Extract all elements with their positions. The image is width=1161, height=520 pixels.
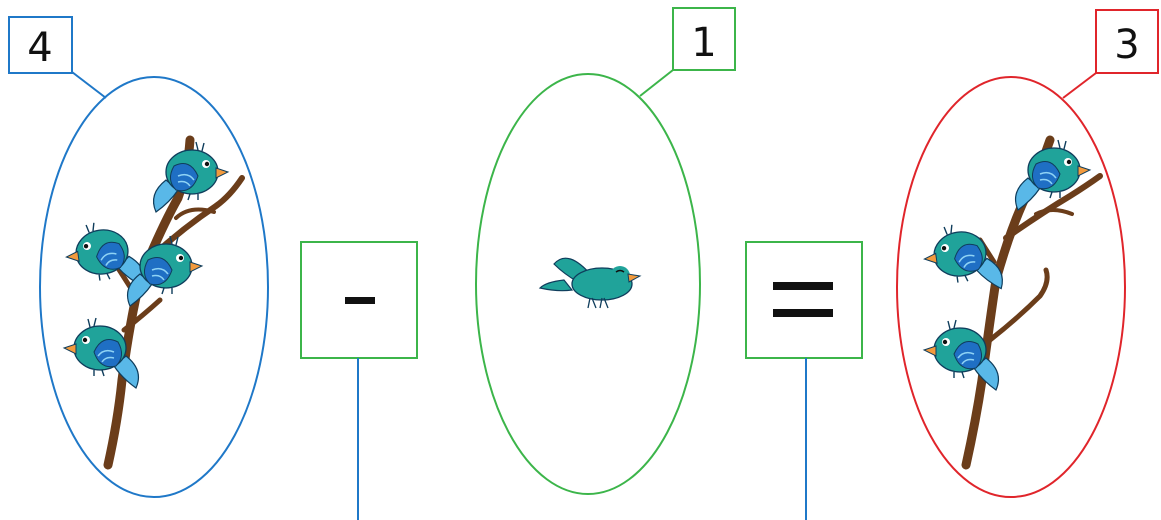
equals-bar-bottom bbox=[773, 309, 833, 317]
group-middle-count-box bbox=[672, 7, 736, 71]
flying-bird-icon bbox=[539, 257, 641, 309]
group-left-oval bbox=[39, 76, 269, 498]
group-left-count-box bbox=[8, 16, 73, 74]
group-right-count: 3 bbox=[1114, 22, 1139, 68]
group-left-connector bbox=[71, 71, 107, 99]
equals-bar-top bbox=[773, 282, 833, 290]
group-right: 3 bbox=[896, 9, 1159, 498]
equals-box bbox=[745, 241, 863, 359]
group-right-connector bbox=[1062, 72, 1097, 99]
group-middle: 1 bbox=[475, 7, 736, 495]
minus-operator bbox=[300, 241, 418, 520]
group-left: 4 bbox=[8, 16, 269, 498]
bird-on-branch-icon bbox=[920, 139, 1091, 390]
group-middle-connector bbox=[639, 69, 674, 97]
group-middle-oval bbox=[475, 73, 701, 495]
group-right-oval bbox=[896, 76, 1126, 498]
group-left-count: 4 bbox=[27, 25, 52, 71]
group-right-count-box bbox=[1095, 9, 1159, 74]
minus-sign bbox=[345, 297, 375, 304]
bird-on-branch-icon bbox=[62, 141, 229, 388]
equals-operator bbox=[745, 241, 863, 520]
group-middle-count: 1 bbox=[691, 20, 716, 66]
